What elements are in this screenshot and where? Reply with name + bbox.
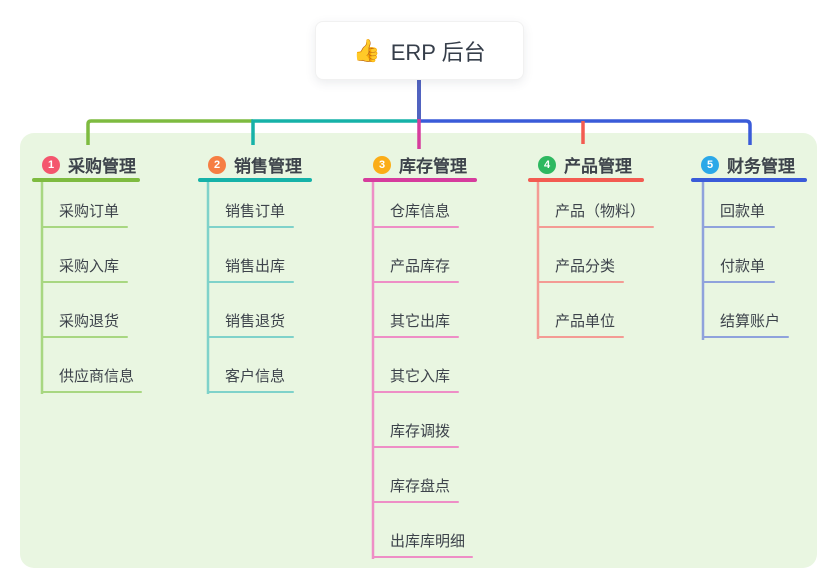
branch2-children: 销售订单 销售出库 销售退货 客户信息 bbox=[208, 173, 294, 393]
child-label: 产品分类 bbox=[555, 258, 616, 275]
child-node[interactable]: 其它入库 bbox=[373, 338, 459, 393]
branch5-label: 财务管理 bbox=[727, 157, 795, 176]
child-label: 产品库存 bbox=[390, 258, 451, 275]
branch-node-product[interactable]: 4 产品管理 bbox=[528, 149, 644, 182]
branch4-label: 产品管理 bbox=[564, 157, 632, 176]
child-label: 销售订单 bbox=[225, 203, 286, 220]
branch-node-sales[interactable]: 2 销售管理 bbox=[198, 149, 312, 182]
child-label: 供应商信息 bbox=[59, 368, 135, 385]
child-node[interactable]: 供应商信息 bbox=[42, 338, 142, 393]
child-underline bbox=[538, 281, 624, 283]
child-label: 结算账户 bbox=[720, 313, 781, 330]
child-label: 库存调拨 bbox=[390, 423, 451, 440]
child-underline bbox=[208, 226, 294, 228]
child-label: 客户信息 bbox=[225, 368, 286, 385]
branch5-children: 回款单 付款单 结算账户 bbox=[703, 173, 789, 338]
branch2-underline bbox=[198, 178, 312, 182]
child-underline bbox=[373, 391, 459, 393]
branch-node-purchase[interactable]: 1 采购管理 bbox=[32, 149, 140, 182]
child-underline bbox=[42, 336, 128, 338]
branch2-number-badge: 2 bbox=[208, 155, 226, 174]
branch5-underline bbox=[691, 178, 807, 182]
child-label: 采购退货 bbox=[59, 313, 120, 330]
child-label: 产品（物料） bbox=[555, 203, 646, 220]
child-node[interactable]: 回款单 bbox=[703, 173, 775, 228]
child-node[interactable]: 仓库信息 bbox=[373, 173, 459, 228]
child-underline bbox=[538, 336, 624, 338]
child-underline bbox=[373, 336, 459, 338]
child-label: 其它入库 bbox=[390, 368, 451, 385]
child-node[interactable]: 销售退货 bbox=[208, 283, 294, 338]
child-underline bbox=[208, 336, 294, 338]
child-underline bbox=[373, 556, 473, 558]
branch-node-inventory[interactable]: 3 库存管理 bbox=[363, 149, 477, 182]
child-label: 库存盘点 bbox=[390, 478, 451, 495]
child-node[interactable]: 产品单位 bbox=[538, 283, 624, 338]
child-node[interactable]: 库存盘点 bbox=[373, 448, 459, 503]
child-underline bbox=[42, 391, 142, 393]
branch2-label: 销售管理 bbox=[234, 157, 302, 176]
child-label: 出库库明细 bbox=[390, 533, 466, 550]
child-node[interactable]: 其它出库 bbox=[373, 283, 459, 338]
root-node-title: ERP 后台 bbox=[390, 39, 486, 65]
child-underline bbox=[703, 281, 775, 283]
child-underline bbox=[42, 281, 128, 283]
child-underline bbox=[373, 501, 459, 503]
child-underline bbox=[703, 226, 775, 228]
child-underline bbox=[373, 281, 459, 283]
child-underline bbox=[373, 446, 459, 448]
branch3-number-badge: 3 bbox=[373, 155, 391, 174]
child-underline bbox=[208, 391, 294, 393]
child-node[interactable]: 销售出库 bbox=[208, 228, 294, 283]
child-label: 销售出库 bbox=[225, 258, 286, 275]
branch-node-finance[interactable]: 5 财务管理 bbox=[691, 149, 807, 182]
child-node[interactable]: 销售订单 bbox=[208, 173, 294, 228]
child-node[interactable]: 采购退货 bbox=[42, 283, 128, 338]
branch4-children: 产品（物料） 产品分类 产品单位 bbox=[538, 173, 654, 338]
root-node-erp[interactable]: 👍 ERP 后台 bbox=[315, 21, 524, 80]
child-underline bbox=[208, 281, 294, 283]
child-label: 回款单 bbox=[720, 203, 766, 220]
child-underline bbox=[42, 226, 128, 228]
child-label: 采购入库 bbox=[59, 258, 120, 275]
child-node[interactable]: 采购订单 bbox=[42, 173, 128, 228]
child-node[interactable]: 产品库存 bbox=[373, 228, 459, 283]
branch1-underline bbox=[32, 178, 140, 182]
child-label: 产品单位 bbox=[555, 313, 616, 330]
child-node[interactable]: 结算账户 bbox=[703, 283, 789, 338]
child-node[interactable]: 出库库明细 bbox=[373, 503, 473, 558]
child-underline bbox=[538, 226, 654, 228]
branch3-label: 库存管理 bbox=[399, 157, 467, 176]
branch1-label: 采购管理 bbox=[68, 157, 136, 176]
branch5-number-badge: 5 bbox=[701, 155, 719, 174]
branch4-number-badge: 4 bbox=[538, 155, 556, 174]
branch4-underline bbox=[528, 178, 644, 182]
branch1-children: 采购订单 采购入库 采购退货 供应商信息 bbox=[42, 173, 142, 393]
branch3-children: 仓库信息 产品库存 其它出库 其它入库 库存调拨 库存盘点 出库库明细 bbox=[373, 173, 473, 558]
branches-background-panel bbox=[20, 133, 817, 568]
branch3-underline bbox=[363, 178, 477, 182]
child-label: 销售退货 bbox=[225, 313, 286, 330]
child-label: 仓库信息 bbox=[390, 203, 451, 220]
child-node[interactable]: 付款单 bbox=[703, 228, 775, 283]
child-underline bbox=[703, 336, 789, 338]
child-underline bbox=[373, 226, 459, 228]
child-label: 其它出库 bbox=[390, 313, 451, 330]
child-node[interactable]: 采购入库 bbox=[42, 228, 128, 283]
child-node[interactable]: 产品分类 bbox=[538, 228, 624, 283]
child-node[interactable]: 客户信息 bbox=[208, 338, 294, 393]
child-node[interactable]: 库存调拨 bbox=[373, 393, 459, 448]
branch1-number-badge: 1 bbox=[42, 155, 60, 174]
child-node[interactable]: 产品（物料） bbox=[538, 173, 654, 228]
thumbs-up-icon: 👍 bbox=[353, 37, 381, 63]
child-label: 采购订单 bbox=[59, 203, 120, 220]
child-label: 付款单 bbox=[720, 258, 766, 275]
